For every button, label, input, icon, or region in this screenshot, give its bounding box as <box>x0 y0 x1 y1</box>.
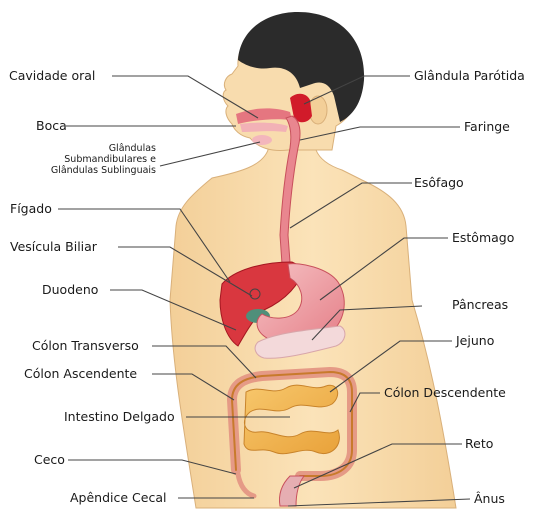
label-vesicula-biliar: Vesícula Biliar <box>10 241 97 254</box>
label-apendice-cecal: Apêndice Cecal <box>70 492 166 505</box>
label-faringe: Faringe <box>464 121 510 134</box>
label-jejuno: Jejuno <box>456 335 494 348</box>
label-duodeno: Duodeno <box>42 284 98 297</box>
label-estomago: Estômago <box>452 232 514 245</box>
label-anus: Ânus <box>474 493 505 506</box>
label-ceco: Ceco <box>34 454 65 467</box>
label-esofago: Esôfago <box>414 177 464 190</box>
label-colon-transverso: Cólon Transverso <box>32 340 139 353</box>
label-pancreas: Pâncreas <box>452 299 508 312</box>
leader-glandulas <box>160 142 260 166</box>
label-boca: Boca <box>36 120 67 133</box>
label-reto: Reto <box>465 438 493 451</box>
label-glandula-parotida: Glândula Parótida <box>414 70 525 83</box>
label-cavidade-oral: Cavidade oral <box>9 70 95 83</box>
label-figado: Fígado <box>10 203 52 216</box>
label-colon-descendente: Cólon Descendente <box>384 387 506 400</box>
label-colon-ascendente: Cólon Ascendente <box>24 368 137 381</box>
label-glandulas-submandibulares: Glândulas Submandibulares e Glândulas Su… <box>44 143 156 177</box>
label-intestino-delgado: Intestino Delgado <box>64 411 175 424</box>
